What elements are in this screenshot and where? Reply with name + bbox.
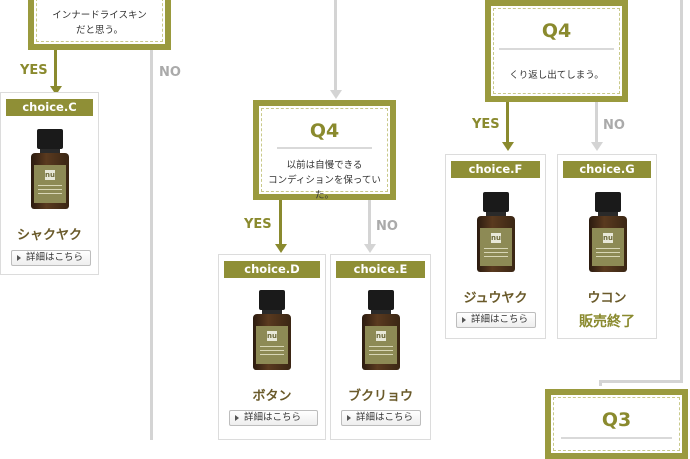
bottle-image: nu bbox=[477, 192, 515, 272]
card-header: choice.E bbox=[336, 261, 425, 278]
arrow-to-q4-mid bbox=[330, 90, 342, 99]
line-to-q4-mid bbox=[334, 0, 337, 92]
product-card-f[interactable]: choice.F nu ジュウヤク 詳細はこちら bbox=[445, 154, 546, 339]
bottle-image: nu bbox=[589, 192, 627, 272]
no-arrow-e bbox=[364, 244, 376, 253]
bottle-logo: nu bbox=[45, 170, 55, 180]
detail-button-label: 詳細はこちら bbox=[244, 412, 301, 423]
question-box-top-left: インナードライスキン だと思う。 bbox=[28, 0, 171, 50]
bottle-logo: nu bbox=[603, 233, 613, 243]
no-line-g bbox=[595, 100, 598, 144]
yes-label-c: YES bbox=[20, 63, 48, 78]
yes-arrow-f bbox=[502, 142, 514, 151]
product-card-d[interactable]: choice.D nu ボタン 詳細はこちら bbox=[218, 254, 326, 440]
question-text: くり返し出てしまう。 bbox=[491, 68, 622, 83]
bottle-image: nu bbox=[362, 290, 400, 370]
line-down-q3 bbox=[599, 380, 602, 386]
no-label-left: NO bbox=[159, 65, 181, 80]
card-header: choice.C bbox=[6, 99, 93, 116]
question-text-line-2: コンディションを保っていた。 bbox=[259, 173, 390, 203]
card-header: choice.G bbox=[563, 161, 651, 178]
line-to-q3 bbox=[599, 380, 683, 383]
question-text: 以前は自慢できる コンディションを保っていた。 bbox=[259, 158, 390, 203]
product-name: ボタン bbox=[219, 385, 325, 404]
no-arrow-g bbox=[591, 142, 603, 151]
detail-button[interactable]: 詳細はこちら bbox=[11, 250, 91, 266]
card-header: choice.D bbox=[224, 261, 320, 278]
no-label-e: NO bbox=[376, 219, 398, 234]
triangle-right-icon bbox=[462, 317, 466, 323]
product-name: シャクヤク bbox=[1, 224, 98, 243]
question-divider bbox=[277, 147, 372, 149]
yes-label-f: YES bbox=[472, 117, 500, 132]
no-label-g: NO bbox=[603, 118, 625, 133]
triangle-right-icon bbox=[17, 255, 21, 261]
question-box-q4-right: Q4 くり返し出てしまう。 bbox=[485, 0, 628, 102]
product-card-e[interactable]: choice.E nu ブクリョウ 詳細はこちら bbox=[330, 254, 431, 440]
bottle-logo: nu bbox=[491, 233, 501, 243]
question-box-q4-mid: Q4 以前は自慢できる コンディションを保っていた。 bbox=[253, 100, 396, 200]
detail-button-label: 詳細はこちら bbox=[356, 412, 413, 423]
bottle-logo: nu bbox=[376, 331, 386, 341]
question-text-line-2: だと思う。 bbox=[34, 23, 165, 38]
question-title: Q4 bbox=[259, 120, 390, 142]
detail-button-label: 詳細はこちら bbox=[471, 314, 528, 325]
no-line-left bbox=[150, 48, 153, 440]
bottle-image: nu bbox=[253, 290, 291, 370]
question-title: Q4 bbox=[491, 20, 622, 42]
right-edge-line bbox=[680, 0, 683, 383]
question-box-q3: Q3 bbox=[545, 389, 688, 459]
card-header: choice.F bbox=[451, 161, 540, 178]
detail-button-label: 詳細はこちら bbox=[26, 252, 83, 263]
yes-line-d bbox=[279, 198, 282, 246]
question-title: Q3 bbox=[551, 409, 682, 431]
question-text-line-1: くり返し出てしまう。 bbox=[491, 68, 622, 83]
triangle-right-icon bbox=[235, 415, 239, 421]
bottle-logo: nu bbox=[267, 331, 277, 341]
product-card-g[interactable]: choice.G nu ウコン 販売終了 bbox=[557, 154, 657, 339]
yes-arrow-d bbox=[275, 244, 287, 253]
yes-label-d: YES bbox=[244, 217, 272, 232]
product-card-c[interactable]: choice.C nu シャクヤク 詳細はこちら bbox=[0, 92, 99, 275]
triangle-right-icon bbox=[347, 415, 351, 421]
yes-line-f bbox=[506, 100, 509, 144]
product-name: ジュウヤク bbox=[446, 287, 545, 306]
sold-out-label: 販売終了 bbox=[558, 311, 656, 331]
product-name: ウコン bbox=[558, 287, 656, 306]
detail-button[interactable]: 詳細はこちら bbox=[341, 410, 421, 426]
question-text: インナードライスキン だと思う。 bbox=[34, 8, 165, 38]
detail-button[interactable]: 詳細はこちら bbox=[456, 312, 536, 328]
question-text-line-1: インナードライスキン bbox=[34, 8, 165, 23]
bottle-image: nu bbox=[31, 129, 69, 209]
question-text-line-1: 以前は自慢できる bbox=[259, 158, 390, 173]
product-name: ブクリョウ bbox=[331, 385, 430, 404]
no-line-e bbox=[368, 198, 371, 246]
question-divider bbox=[561, 437, 672, 439]
yes-line-c bbox=[54, 48, 57, 88]
detail-button[interactable]: 詳細はこちら bbox=[229, 410, 318, 426]
question-divider bbox=[499, 48, 614, 50]
